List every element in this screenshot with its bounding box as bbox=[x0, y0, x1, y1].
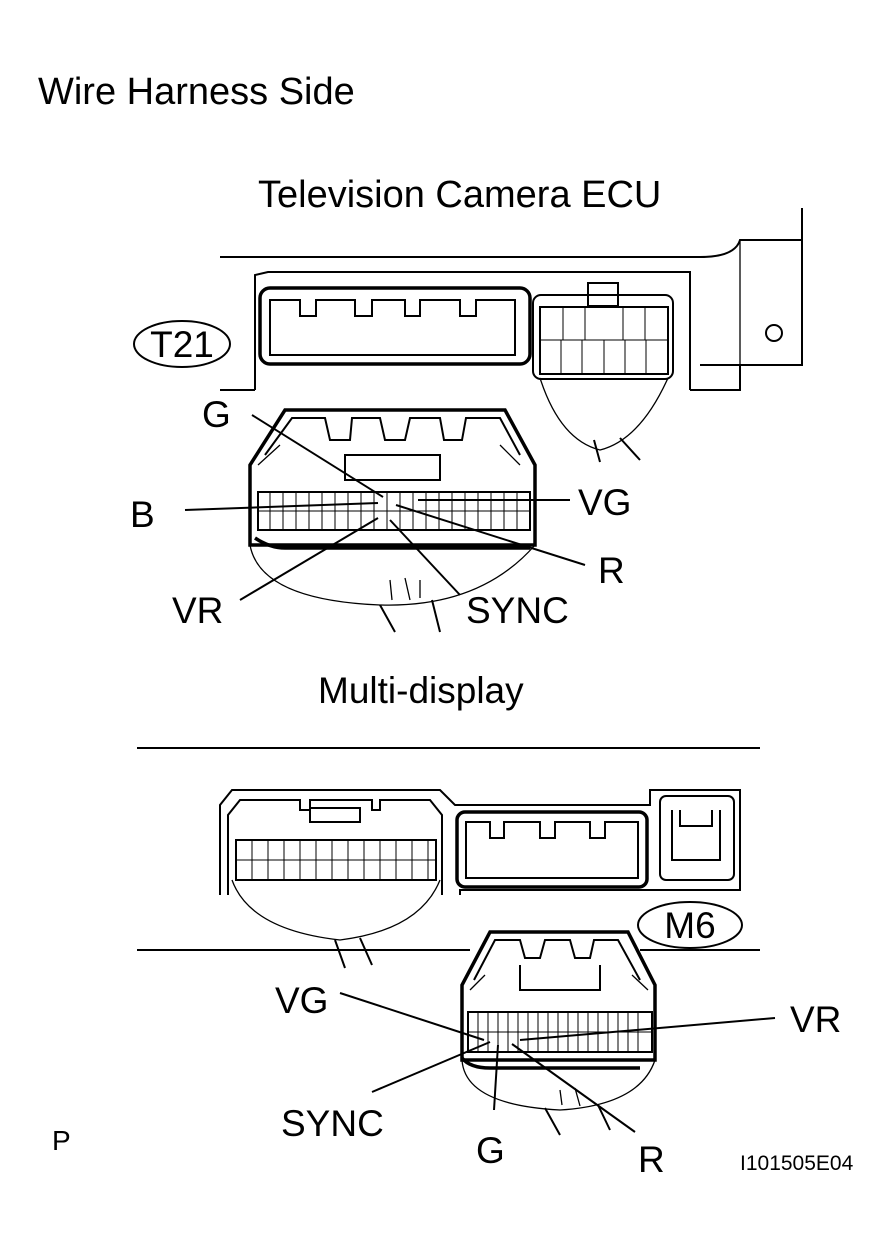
display-housing bbox=[137, 747, 760, 969]
display-pin-vr-label: VR bbox=[790, 999, 841, 1040]
ecu-housing bbox=[220, 208, 803, 463]
ecu-pin-g-label: G bbox=[202, 394, 231, 435]
ecu-connector-id: T21 bbox=[133, 320, 231, 368]
display-leader-lines bbox=[339, 992, 776, 1133]
display-connector-id: M6 bbox=[637, 901, 743, 949]
ecu-pin-vr-label: VR bbox=[172, 590, 223, 631]
ecu-pin-sync-label: SYNC bbox=[466, 590, 569, 631]
ecu-pin-b-label: B bbox=[130, 494, 155, 535]
ecu-connector-plug bbox=[248, 408, 537, 633]
svg-text:T21: T21 bbox=[150, 324, 214, 365]
display-pin-g-label: G bbox=[476, 1130, 505, 1171]
display-pin-sync-label: SYNC bbox=[281, 1103, 384, 1144]
svg-text:M6: M6 bbox=[664, 905, 715, 946]
display-pin-vg-label: VG bbox=[275, 980, 328, 1021]
ecu-pin-r-label: R bbox=[598, 550, 625, 591]
display-heading: Multi-display bbox=[318, 670, 524, 711]
image-id-label: I101505E04 bbox=[740, 1152, 854, 1175]
ecu-pin-vg-label: VG bbox=[578, 482, 631, 523]
corner-mark: P bbox=[52, 1125, 71, 1156]
ecu-leader-lines bbox=[184, 414, 586, 601]
page-title: Wire Harness Side bbox=[38, 71, 355, 113]
display-connector-plug bbox=[460, 930, 657, 1136]
ecu-heading: Television Camera ECU bbox=[258, 174, 661, 216]
display-pin-r-label: R bbox=[638, 1139, 665, 1180]
